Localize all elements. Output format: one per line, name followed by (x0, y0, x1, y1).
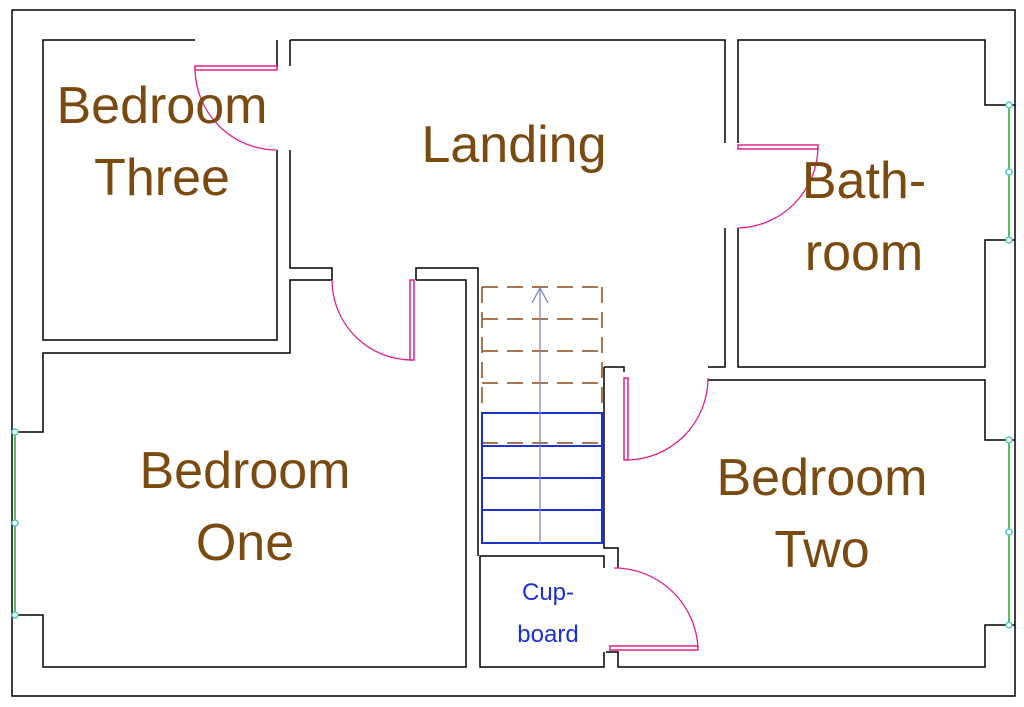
landing-walls-left (289, 40, 333, 280)
window-node (11, 611, 19, 619)
bedroom-two-label: Bedroom (717, 449, 928, 507)
bedroom-two-door (623, 377, 709, 461)
window-node (11, 428, 19, 436)
landing-walls-top (290, 39, 726, 143)
cupboard-walls (479, 555, 605, 668)
bedroom-two-window (1005, 436, 1013, 629)
window-node (1005, 621, 1013, 629)
window-node (1005, 168, 1013, 176)
landing-label: Landing (421, 116, 606, 174)
door-swing-arc (331, 279, 413, 361)
door-leaf (737, 144, 819, 150)
bedroom-three-label: Three (94, 149, 230, 207)
bathroom-label: room (805, 224, 923, 282)
cupboard-door (609, 567, 699, 651)
window-node (1005, 436, 1013, 444)
door-swing-arc (737, 146, 819, 229)
outer-wall (11, 9, 1016, 697)
bedroom-three-label: Bedroom (57, 77, 268, 135)
bedroom-three-door (194, 65, 278, 151)
door-leaf (609, 645, 699, 651)
bathroom-window (1005, 101, 1013, 244)
bedroom-three-walls (42, 39, 278, 341)
door-swing-arc (613, 567, 699, 649)
bedroom-one-window (11, 428, 19, 619)
bathroom-label: Bath- (802, 152, 926, 210)
door-leaf (623, 377, 629, 461)
cupboard-label: Cup- (522, 579, 574, 606)
bedroom-two-label: Two (774, 521, 869, 579)
bathroom-door (737, 144, 819, 229)
door-swing-arc (625, 377, 709, 461)
stair-arrow-head (531, 286, 549, 304)
bedroom-one-walls (15, 279, 467, 668)
bedroom-one-door (331, 279, 415, 361)
bedroom-two-walls (606, 379, 1015, 668)
bedroom-one-label: One (196, 514, 294, 572)
bedroom-two-left-wall (603, 367, 619, 568)
landing-walls-bottom (415, 267, 479, 556)
door-leaf (194, 65, 278, 71)
window-node (11, 519, 19, 527)
door-swing-arc (194, 67, 278, 151)
staircase (481, 286, 603, 544)
bedroom-one-label: Bedroom (140, 442, 351, 500)
bathroom-walls (737, 39, 1015, 368)
landing-walls-right (604, 228, 726, 372)
cupboard-label: board (517, 621, 578, 648)
window-node (1005, 101, 1013, 109)
door-leaf (409, 279, 415, 361)
window-node (1005, 528, 1013, 536)
window-node (1005, 236, 1013, 244)
